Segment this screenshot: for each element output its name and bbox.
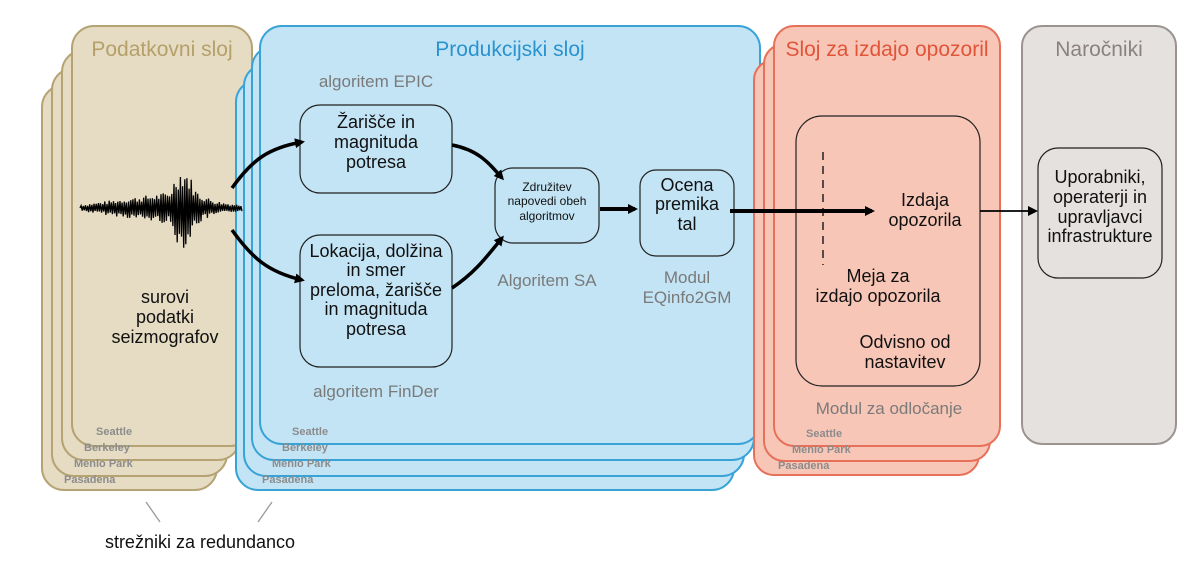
data-layer-card [71,25,253,447]
alert-threshold-text: Meja za izdajo opozorila [815,266,941,307]
prod-server-berkeley: Berkeley [282,442,328,454]
epic-box [299,104,453,194]
alert-server-menlo-park: Menlo Park [792,444,851,456]
combine-box [494,167,600,244]
issue-alert-text: Izdaja opozorila [888,190,962,231]
finder-algorithm-label: algoritem FinDer [313,382,439,401]
decision-module-box [795,115,981,387]
arrow-to-finder [230,228,305,284]
prod-server-seattle: Seattle [292,426,329,438]
alert-server-pasadena: Pasadena [778,460,830,472]
combine-box-text: Združitev napovedi obeh algoritmov [507,180,587,223]
data-server-menlo-park: Menlo Park [74,458,133,470]
arrow-finder-to-combine [451,235,504,290]
data-server-pasadena: Pasadena [64,474,116,486]
data-server-seattle: Seattle [96,426,133,438]
users-box-text: Uporabniki, operaterji in upravljavci in… [1047,167,1153,247]
alert-server-seattle: Seattle [806,428,843,440]
users-box [1037,147,1163,279]
alert-layer-title: Sloj za izdajo opozoril [785,38,989,61]
decision-module-label: Modul za odločanje [815,399,963,418]
clients-layer-title: Naročniki [1055,38,1143,61]
arrow-epic-to-combine [451,143,504,181]
footer-pointer-right [257,501,273,523]
epic-algorithm-label: algoritem EPIC [318,72,434,91]
data-layer-title: Podatkovni sloj [91,38,233,61]
finder-box-text: Lokacija, dolžina in smer preloma, žariš… [309,241,443,339]
footer-pointer-left [145,501,161,523]
sa-algorithm-label: Algoritem SA [497,271,597,290]
raw-data-label: surovi podatki seizmografov [111,287,219,348]
production-layer-title: Produkcijski sloj [435,38,585,61]
finder-box [299,234,453,368]
depends-on-settings-text: Odvisno od nastavitev [859,332,951,373]
redundancy-servers-caption: strežniki za redundanco [104,532,296,552]
ground-motion-box-text: Ocena premika tal [654,175,720,234]
eqinfo2gm-module-label: Modul EQinfo2GM [642,268,732,307]
data-layer [41,25,253,491]
prod-server-menlo-park: Menlo Park [272,458,331,470]
arrow-to-epic [230,138,305,190]
data-server-berkeley: Berkeley [84,442,130,454]
epic-box-text: Žarišče in magnituda potresa [333,112,419,173]
prod-server-pasadena: Pasadena [262,474,314,486]
seismogram-waveform [79,176,243,248]
